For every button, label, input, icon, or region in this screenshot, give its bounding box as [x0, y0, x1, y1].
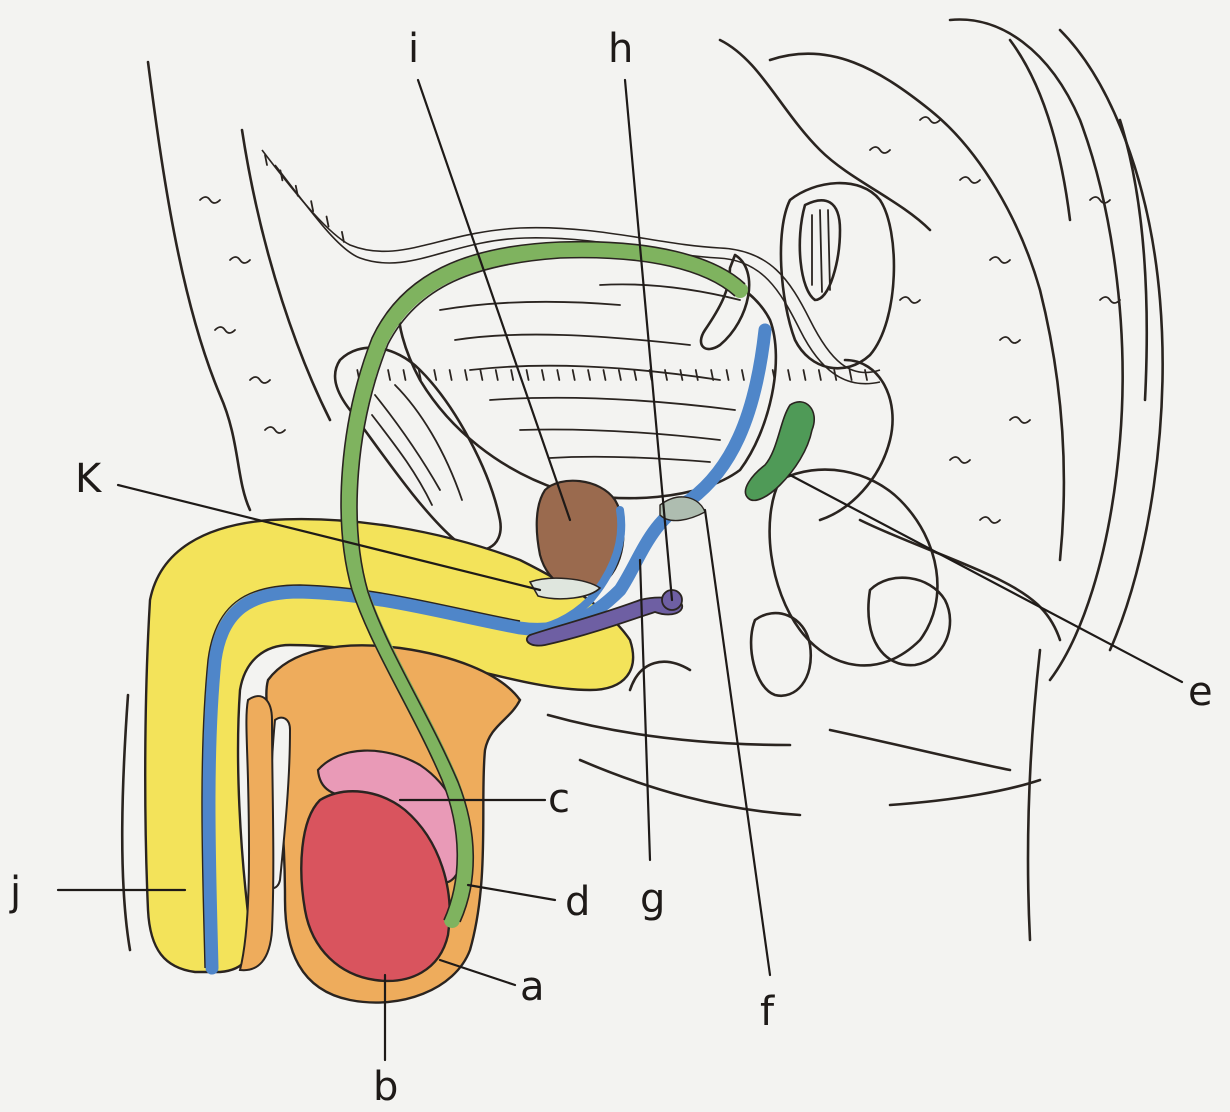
label-h: h — [608, 26, 633, 72]
label-j: j — [9, 869, 21, 915]
label-i: i — [408, 26, 419, 72]
label-k: K — [75, 456, 103, 502]
label-d: d — [565, 879, 590, 925]
label-g: g — [640, 876, 665, 922]
label-b: b — [373, 1064, 398, 1110]
label-e: e — [1188, 669, 1213, 715]
seminal-vesicle — [745, 402, 814, 501]
label-a: a — [520, 964, 545, 1010]
label-c: c — [548, 776, 570, 822]
label-f: f — [760, 989, 775, 1035]
